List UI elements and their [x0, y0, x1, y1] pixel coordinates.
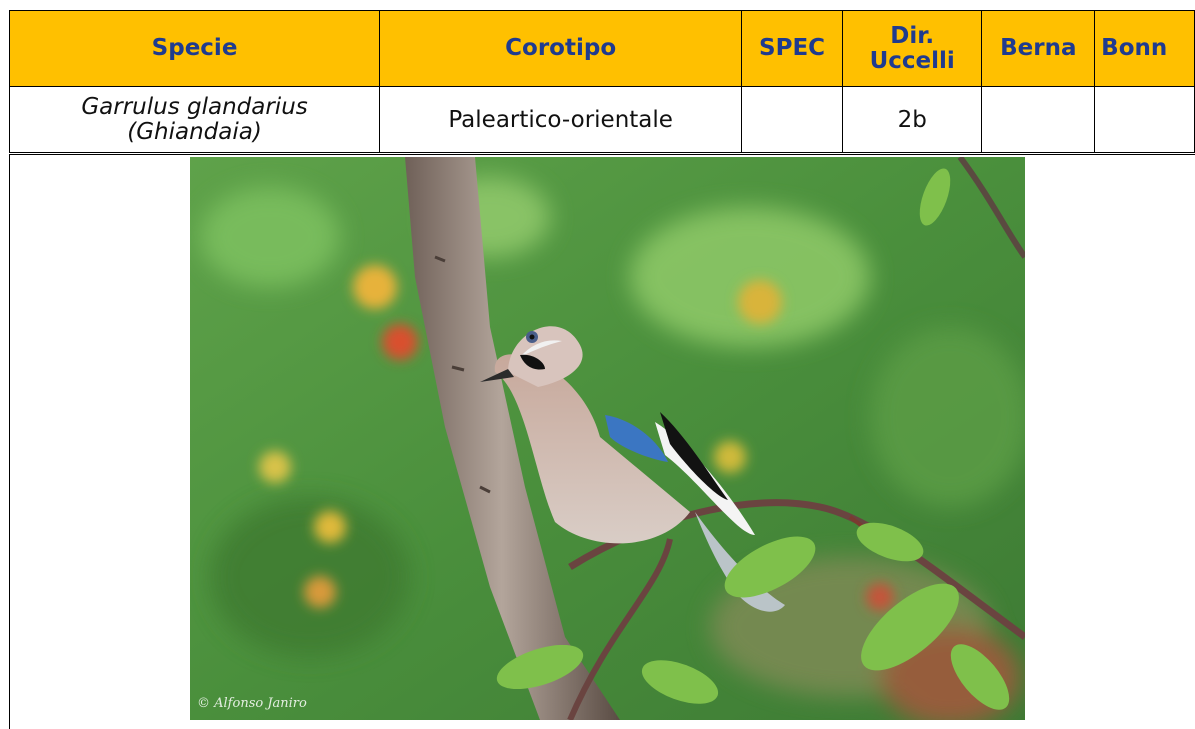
header-dir-uccelli: Dir. Uccelli [841, 10, 983, 87]
table-row: Garrulus glandarius (Ghiandaia) Palearti… [8, 86, 1195, 153]
cell-berna [981, 86, 1096, 153]
header-spec: SPEC [741, 10, 843, 87]
bird-photo [190, 157, 1025, 720]
cell-dir-uccelli: 2b [841, 86, 983, 153]
header-bonn: Bonn [1094, 10, 1195, 87]
header-specie: Specie [8, 10, 381, 87]
photo-watermark: © Alfonso Janiro [197, 696, 307, 711]
header-corotipo: Corotipo [379, 10, 743, 87]
cell-specie: Garrulus glandarius (Ghiandaia) [8, 86, 381, 153]
cell-bonn [1094, 86, 1195, 153]
header-row: Specie Corotipo SPEC Dir. Uccelli Berna … [8, 10, 1195, 87]
photo-frame [9, 154, 1195, 729]
header-berna: Berna [981, 10, 1096, 87]
cell-corotipo: Paleartico-orientale [379, 86, 743, 153]
species-table: Specie Corotipo SPEC Dir. Uccelli Berna … [8, 10, 1195, 153]
cell-spec [741, 86, 843, 153]
